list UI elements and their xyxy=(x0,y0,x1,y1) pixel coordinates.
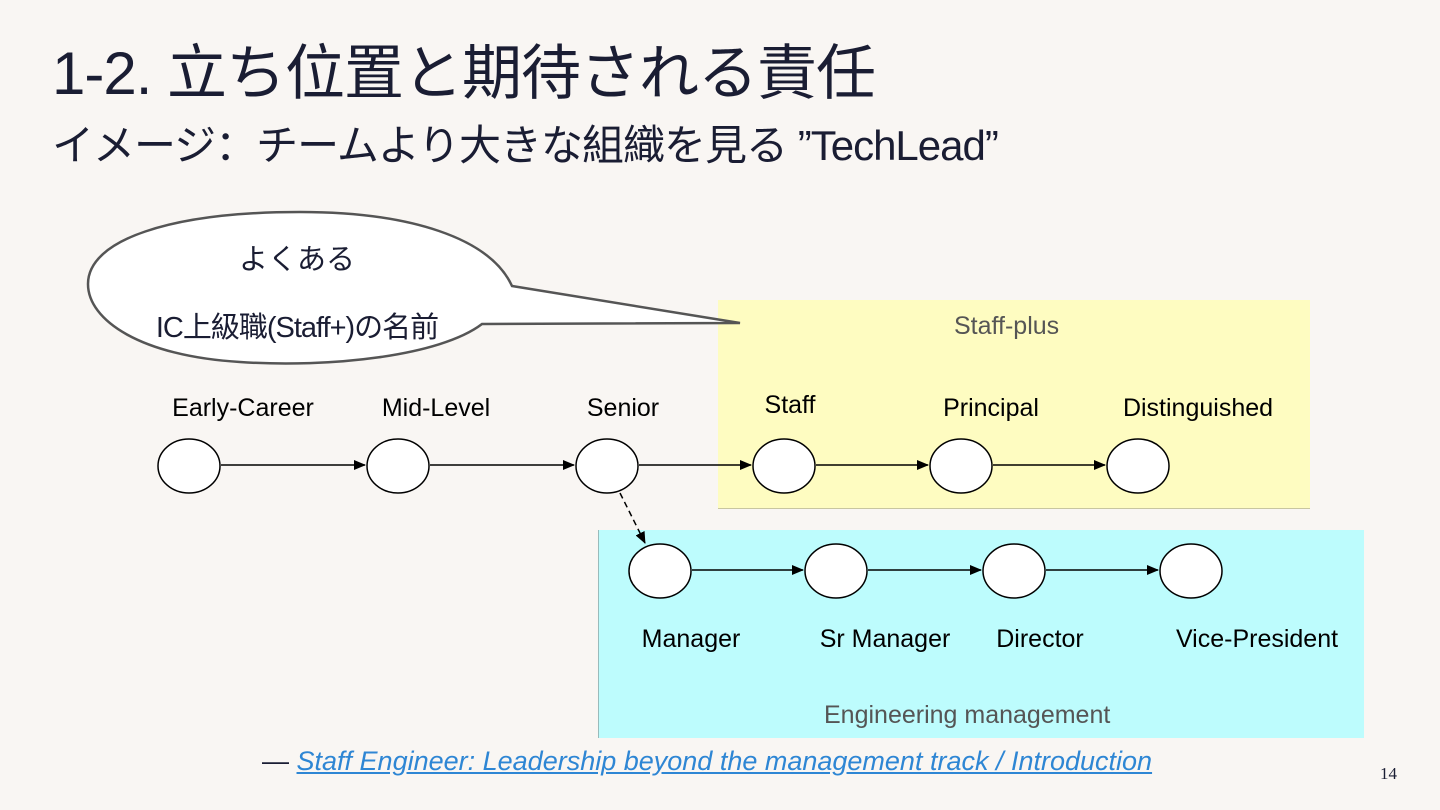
page-number: 14 xyxy=(1380,764,1397,783)
node-mid-level xyxy=(366,438,430,494)
node-senior xyxy=(575,438,639,494)
slide-title: 1-2. 立ち位置と期待される責任 xyxy=(52,40,876,107)
callout-line-2: IC上級職(Staff+)の名前 xyxy=(155,312,439,344)
node-staff xyxy=(752,438,816,494)
speech-bubble xyxy=(86,210,741,365)
node-director xyxy=(982,543,1046,599)
label-mid-level: Mid-Level xyxy=(381,394,491,422)
citation-link[interactable]: Staff Engineer: Leadership beyond the ma… xyxy=(296,746,1153,776)
staff-plus-zone-label: Staff-plus xyxy=(954,312,1060,340)
node-vice-president xyxy=(1159,543,1223,599)
label-vice-president: Vice-President xyxy=(1175,625,1339,653)
citation-dash: — xyxy=(262,746,289,776)
callout-line-1: よくある xyxy=(238,244,356,276)
node-manager xyxy=(628,543,692,599)
label-staff: Staff xyxy=(764,391,816,419)
engineering-management-zone xyxy=(598,530,1364,738)
label-director: Director xyxy=(996,625,1084,653)
label-principal: Principal xyxy=(943,394,1039,422)
node-early-career xyxy=(157,438,221,494)
engineering-management-zone-label: Engineering management xyxy=(824,701,1111,729)
staff-plus-zone xyxy=(718,300,1310,509)
label-early-career: Early-Career xyxy=(172,394,314,422)
citation: — Staff Engineer: Leadership beyond the … xyxy=(262,746,1152,777)
label-sr-manager: Sr Manager xyxy=(819,625,951,653)
slide-subtitle: イメージ：チームより大きな組織を見る ”TechLead” xyxy=(52,122,999,169)
label-senior: Senior xyxy=(586,394,660,422)
node-distinguished xyxy=(1106,438,1170,494)
label-manager: Manager xyxy=(641,625,741,653)
node-sr-manager xyxy=(804,543,868,599)
label-distinguished: Distinguished xyxy=(1122,394,1274,422)
arrow-senior-to-manager xyxy=(619,492,646,544)
node-principal xyxy=(929,438,993,494)
